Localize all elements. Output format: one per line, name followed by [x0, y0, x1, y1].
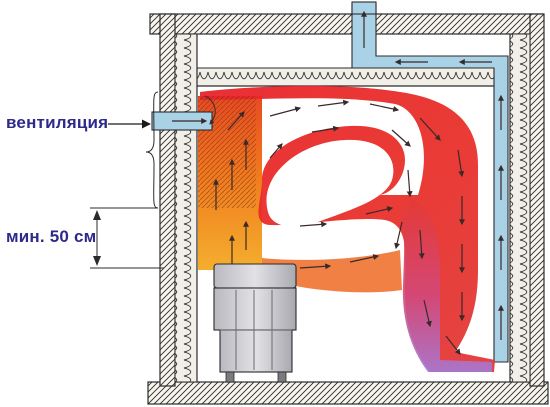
inlet-vent — [151, 95, 216, 131]
min-distance-label: мин. 50 см — [6, 227, 97, 246]
ventilation-label: вентиляция — [6, 113, 109, 132]
exhaust-duct — [351, 1, 509, 363]
hot-air-flow — [198, 85, 495, 372]
dimension-markers — [90, 91, 164, 269]
outer-walls — [147, 13, 549, 405]
sauna-heater-icon — [213, 263, 297, 383]
airflow-arrows — [213, 99, 465, 355]
